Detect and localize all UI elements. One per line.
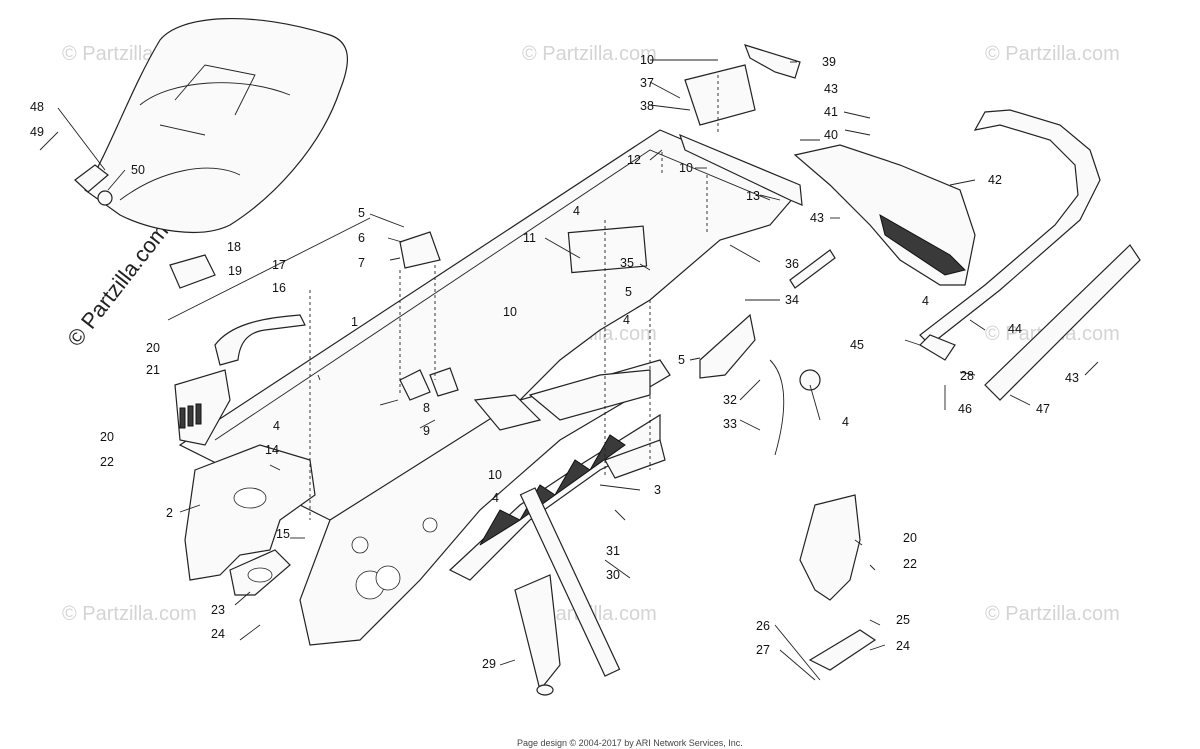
callout-15: 15 bbox=[276, 527, 290, 541]
callout-13: 13 bbox=[746, 189, 760, 203]
watermark: © Partzilla.com bbox=[522, 43, 657, 65]
callout-4: 4 bbox=[842, 415, 849, 429]
callout-30: 30 bbox=[606, 568, 620, 582]
callout-20: 20 bbox=[903, 531, 917, 545]
callout-42: 42 bbox=[988, 173, 1002, 187]
callout-25: 25 bbox=[896, 613, 910, 627]
seat-part bbox=[74, 18, 348, 234]
callout-32: 32 bbox=[723, 393, 737, 407]
callout-5: 5 bbox=[625, 285, 632, 299]
callout-8: 8 bbox=[423, 401, 430, 415]
callout-1: 1 bbox=[351, 315, 358, 329]
callout-43: 43 bbox=[810, 211, 824, 225]
callout-5: 5 bbox=[358, 206, 365, 220]
callout-34: 34 bbox=[785, 293, 799, 307]
callout-10: 10 bbox=[488, 468, 502, 482]
leader-lines bbox=[39, 59, 1099, 681]
callout-17: 17 bbox=[272, 258, 286, 272]
callout-10: 10 bbox=[679, 161, 693, 175]
callout-20: 20 bbox=[146, 341, 160, 355]
callout-40: 40 bbox=[824, 128, 838, 142]
callout-48: 48 bbox=[30, 100, 44, 114]
callout-33: 33 bbox=[723, 417, 737, 431]
callout-10: 10 bbox=[503, 305, 517, 319]
callout-9: 9 bbox=[423, 424, 430, 438]
front-bracket-part bbox=[169, 254, 316, 596]
callout-46: 46 bbox=[958, 402, 972, 416]
callout-4: 4 bbox=[623, 313, 630, 327]
callout-24: 24 bbox=[211, 627, 225, 641]
callout-5: 5 bbox=[678, 353, 685, 367]
callout-4: 4 bbox=[922, 294, 929, 308]
callout-21: 21 bbox=[146, 363, 160, 377]
callout-45: 45 bbox=[850, 338, 864, 352]
callout-6: 6 bbox=[358, 231, 365, 245]
callout-4: 4 bbox=[573, 204, 580, 218]
watermark-diagonal: © Partzilla.com bbox=[62, 219, 173, 351]
watermark: © Partzilla.com bbox=[62, 603, 197, 625]
callout-31: 31 bbox=[606, 544, 620, 558]
callout-24: 24 bbox=[896, 639, 910, 653]
callout-29: 29 bbox=[482, 657, 496, 671]
watermark: © Partzilla.com bbox=[985, 43, 1120, 65]
callout-19: 19 bbox=[228, 264, 242, 278]
callout-49: 49 bbox=[30, 125, 44, 139]
callout-37: 37 bbox=[640, 76, 654, 90]
callout-14: 14 bbox=[265, 443, 279, 457]
callout-41: 41 bbox=[824, 105, 838, 119]
callout-4: 4 bbox=[273, 419, 280, 433]
callout-11: 11 bbox=[523, 231, 536, 245]
rear-bumper-part bbox=[793, 109, 1141, 401]
callout-22: 22 bbox=[100, 455, 114, 469]
callout-38: 38 bbox=[640, 99, 654, 113]
callout-47: 47 bbox=[1036, 402, 1050, 416]
tunnel-part bbox=[178, 129, 801, 646]
callout-4: 4 bbox=[492, 491, 499, 505]
callout-20: 20 bbox=[100, 430, 114, 444]
small-parts bbox=[399, 44, 877, 696]
callout-26: 26 bbox=[756, 619, 770, 633]
watermark: © Partzilla.com bbox=[985, 603, 1120, 625]
callout-36: 36 bbox=[785, 257, 799, 271]
callout-23: 23 bbox=[211, 603, 225, 617]
callout-27: 27 bbox=[756, 643, 770, 657]
callout-18: 18 bbox=[227, 240, 241, 254]
copyright-footer: Page design © 2004-2017 by ARI Network S… bbox=[517, 738, 743, 748]
callout-43: 43 bbox=[824, 82, 838, 96]
callout-44: 44 bbox=[1008, 322, 1022, 336]
callout-50: 50 bbox=[131, 163, 145, 177]
callout-22: 22 bbox=[903, 557, 917, 571]
callout-39: 39 bbox=[822, 55, 836, 69]
callout-3: 3 bbox=[654, 483, 661, 497]
callout-12: 12 bbox=[627, 153, 641, 167]
callout-28: 28 bbox=[960, 369, 974, 383]
callout-43: 43 bbox=[1065, 371, 1079, 385]
callout-2: 2 bbox=[166, 506, 173, 520]
callout-16: 16 bbox=[272, 281, 286, 295]
callout-7: 7 bbox=[358, 256, 365, 270]
callout-10: 10 bbox=[640, 53, 654, 67]
callout-35: 35 bbox=[620, 256, 634, 270]
callout-labels: 1 2 3 4 4 4 4 4 4 5 5 5 6 7 8 9 10 10 10… bbox=[30, 53, 1079, 671]
